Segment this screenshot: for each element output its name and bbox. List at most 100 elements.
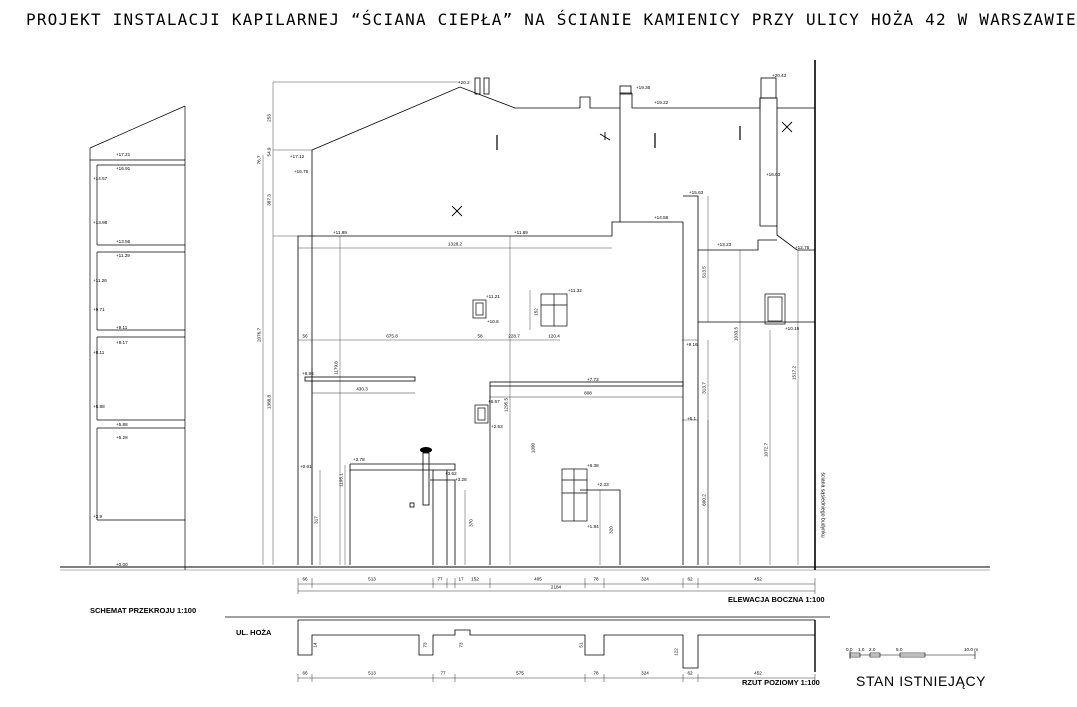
- vertical-dim-label: 513.5: [701, 266, 707, 278]
- plan-chain-label: 575: [516, 670, 524, 676]
- elevation-marker: +11.21: [486, 294, 500, 299]
- elevation-marker: +13.23: [717, 242, 732, 247]
- section-marker: +5.88: [116, 422, 128, 427]
- plan-chain-label: 452: [754, 670, 762, 676]
- scale-bar-label: 0.0: [846, 647, 853, 652]
- vertical-dim-label: 54.9: [266, 147, 272, 157]
- elev-chain-label: 405: [534, 576, 542, 582]
- elev-chain-label: 324: [641, 576, 649, 582]
- plan-chain-label: 324: [641, 670, 649, 676]
- elevation-marker: +7.73: [587, 377, 599, 382]
- street-label: UL. HOŻA: [236, 628, 272, 637]
- scale-bar: [849, 651, 976, 659]
- elevation-marker: +14.58: [654, 215, 669, 220]
- vertical-dim-label: 1295.5: [503, 397, 509, 413]
- elevation-marker: +8.96: [302, 371, 314, 376]
- vertical-dim-label: 152: [533, 308, 539, 316]
- elevation-marker: +11.32: [568, 288, 582, 293]
- plan-bottom-chain: [297, 674, 816, 682]
- section-marker: +13.56: [116, 239, 131, 244]
- elev-chain-label: 77: [437, 576, 443, 582]
- vertical-dim-label: 2076.7: [256, 327, 262, 343]
- plan-chain-label: 77: [440, 670, 446, 676]
- scale-bar-label: 5.0: [896, 647, 903, 652]
- plan-recess-label: 73: [458, 642, 464, 648]
- elevation-marker: +19.22: [654, 100, 669, 105]
- section-schematic: [89, 105, 186, 570]
- elev-chain-label: 17: [458, 576, 464, 582]
- section-marker: +5.28: [116, 435, 128, 440]
- vertical-dim-label: 313.7: [701, 382, 707, 394]
- section-marker: +16.91: [116, 166, 131, 171]
- elevation-marker: +1.84: [587, 524, 599, 529]
- ridge-width-label: 1328.2: [447, 241, 463, 247]
- section-marker: +17.21: [116, 152, 131, 157]
- section-marker: +8.11: [93, 350, 105, 355]
- row-chain-label: 675.8: [386, 333, 398, 339]
- elevation-marker: +6.1: [687, 416, 697, 421]
- plan-recess-label: 122: [673, 648, 679, 656]
- elevation-marker: +11.89: [333, 230, 347, 235]
- plan-chain-label: 513: [368, 670, 376, 676]
- status-label: STAN ISTNIEJĄCY: [856, 673, 987, 689]
- section-marker: +11.29: [116, 253, 130, 258]
- elevation-marker: +6.38: [587, 463, 599, 468]
- elevation-marker: +10.6: [487, 319, 499, 324]
- elevation-marker: +19.36: [636, 85, 651, 90]
- elevation-marker: +17.12: [290, 154, 305, 159]
- plan-chain-label: 78: [593, 670, 599, 676]
- elevation-marker: +2.33: [597, 482, 609, 487]
- section-marker: +9.11: [116, 325, 128, 330]
- section-marker: +11.26: [93, 278, 107, 283]
- elevation-marker: +2.53: [491, 424, 503, 429]
- vertical-dim-label: 76.7: [256, 155, 262, 165]
- elev-chain-label: 513: [368, 576, 376, 582]
- elevation-marker: +20.2: [458, 80, 470, 85]
- scale-bar-label: 1.0: [858, 647, 865, 652]
- section-marker: +8.17: [116, 340, 128, 345]
- elevation-marker: +16.03: [766, 172, 781, 177]
- plan-chain-label: 66: [302, 670, 308, 676]
- elevation-marker: +10.16: [785, 326, 800, 331]
- section-marker: +13.98: [93, 220, 108, 225]
- elevation-marker: +12.76: [795, 245, 810, 250]
- row-chain-label: 56: [302, 333, 308, 339]
- vertical-dim-label: 1195.1: [338, 473, 344, 487]
- scale-bar-label: 10.0 m: [964, 647, 979, 652]
- page-title: PROJEKT INSTALACJI KAPILARNEJ “ŚCIANA CI…: [26, 10, 1077, 29]
- vent-symbols: [451, 121, 793, 217]
- section-marker: +14.57: [93, 176, 108, 181]
- vertical-dim-label: 1090: [530, 442, 536, 454]
- section-marker: +0.00: [116, 562, 128, 567]
- elevation-marker: +3.28: [455, 477, 467, 482]
- plan-recess-label: 14: [312, 642, 318, 648]
- section-marker: +5.88: [93, 404, 105, 409]
- plan-recess-label: 73: [422, 642, 428, 648]
- elev-chain-label: 62: [687, 576, 693, 582]
- elevation-marker: +3.78: [353, 457, 365, 462]
- vertical-dim-label: 317: [313, 516, 319, 524]
- elev-chain-label: 78: [593, 576, 599, 582]
- scale-bar-label: 2.0: [869, 647, 876, 652]
- vertical-dim-label: 1517.2: [791, 365, 797, 381]
- elevation-marker: +16.76: [294, 169, 309, 174]
- elev-total-label: 2184: [550, 584, 562, 590]
- row-chain-label: 58: [477, 333, 483, 339]
- elevation-outline: [297, 60, 816, 570]
- elevation-marker: +11.89: [514, 230, 528, 235]
- vertical-dim-label: 1179.8: [333, 361, 339, 375]
- elev-chain-label: 452: [754, 576, 762, 582]
- elevation-marker: +0.61: [300, 464, 312, 469]
- dimension-lines: [262, 81, 799, 565]
- vertical-dim-label: 600.2: [701, 494, 707, 506]
- neighbour-wall-label: ściana sąsiedniego budynku: [819, 472, 826, 538]
- elev-chain-label: 66: [302, 576, 308, 582]
- elevation-caption: ELEWACJA BOCZNA 1:100: [728, 595, 825, 604]
- elevation-marker: +9.16: [686, 342, 698, 347]
- vertical-dim-label: 387.3: [266, 194, 272, 206]
- vertical-dim-label: 1388.8: [266, 394, 272, 410]
- middle-width-label: 808: [584, 390, 592, 396]
- row-chain-label: 228.7: [508, 333, 520, 339]
- elevation-marker: +6.67: [488, 399, 500, 404]
- elevation-bottom-chain: [297, 578, 816, 594]
